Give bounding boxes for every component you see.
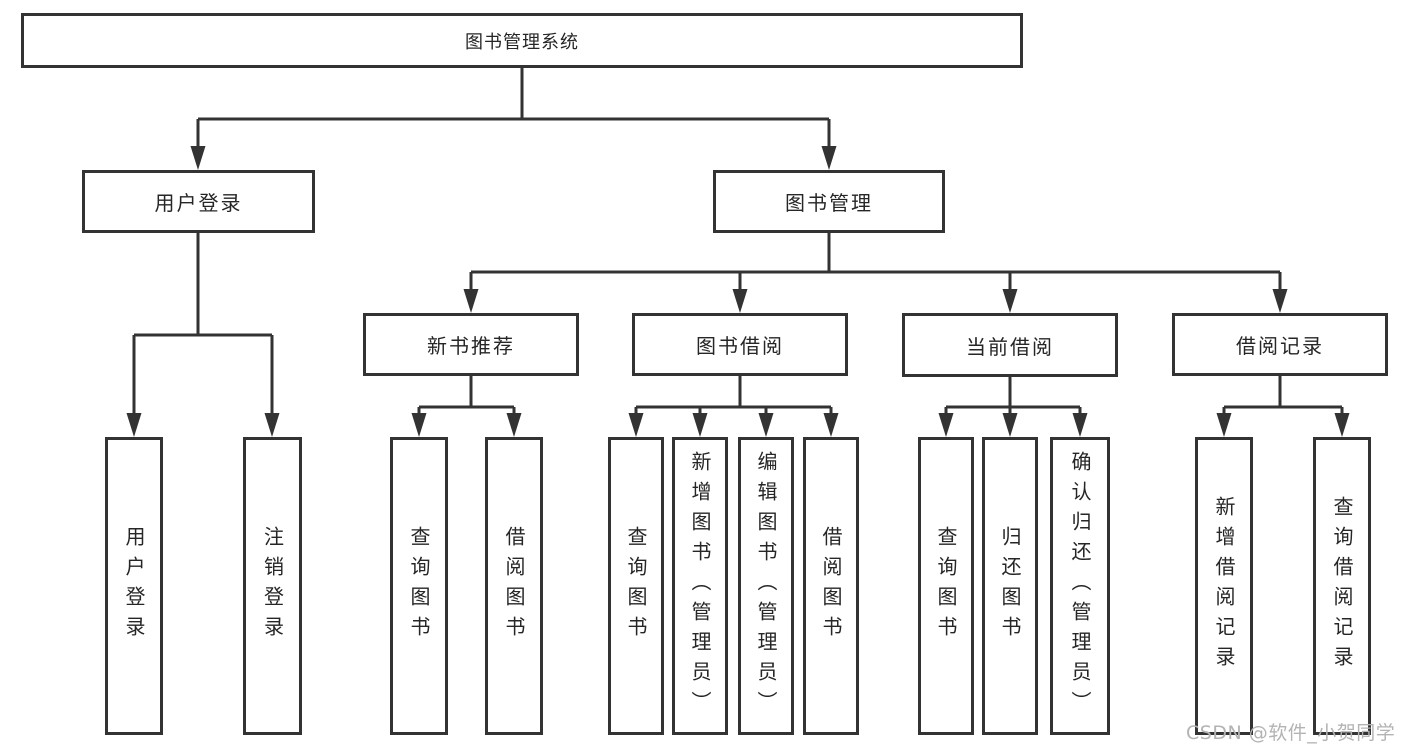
node-book-management-label: 图书管理: [785, 191, 873, 215]
connector-book-management-to-level3: [463, 233, 1288, 313]
leaf-add-borrow-record-label: 新增借阅记录: [1212, 496, 1236, 676]
node-borrow-records-label: 借阅记录: [1236, 334, 1324, 358]
leaf-query-books-current: 查询图书: [918, 437, 974, 735]
leaf-borrow-books-borrow-label: 借阅图书: [819, 526, 843, 646]
connector-borrow-records-to-leaves: [1216, 376, 1350, 437]
leaf-edit-book-admin-label: 编辑图书（管理员）: [754, 451, 778, 721]
leaf-query-books-recommend: 查询图书: [390, 437, 448, 735]
leaf-query-books-borrow: 查询图书: [608, 437, 664, 735]
leaf-borrow-books-recommend-label: 借阅图书: [502, 526, 526, 646]
leaf-confirm-return-admin: 确认归还（管理员）: [1050, 437, 1110, 735]
leaf-query-borrow-record: 查询借阅记录: [1313, 437, 1371, 735]
connector-book-borrow-to-leaves: [628, 376, 839, 437]
leaf-logout-label: 注销登录: [260, 526, 285, 646]
node-book-management: 图书管理: [713, 170, 945, 233]
connector-root-to-level2: [190, 68, 837, 170]
node-user-login-label: 用户登录: [154, 191, 243, 215]
leaf-user-login-label: 用户登录: [122, 526, 146, 646]
leaf-confirm-return-admin-label: 确认归还（管理员）: [1068, 451, 1092, 721]
leaf-edit-book-admin: 编辑图书（管理员）: [738, 437, 794, 735]
leaf-logout: 注销登录: [243, 437, 302, 735]
node-new-book-recommend: 新书推荐: [363, 313, 579, 376]
leaf-borrow-books-borrow: 借阅图书: [803, 437, 859, 735]
watermark: CSDN @软件_小贺同学: [1186, 722, 1396, 744]
connector-current-borrow-to-leaves: [938, 376, 1088, 437]
leaf-add-book-admin-label: 新增图书（管理员）: [688, 451, 712, 721]
node-user-login: 用户登录: [82, 170, 315, 233]
node-current-borrow: 当前借阅: [902, 313, 1118, 377]
leaf-add-book-admin: 新增图书（管理员）: [672, 437, 728, 735]
node-book-borrow-label: 图书借阅: [696, 334, 784, 358]
node-borrow-records: 借阅记录: [1172, 313, 1388, 376]
leaf-query-books-borrow-label: 查询图书: [624, 526, 648, 646]
leaf-user-login: 用户登录: [105, 437, 163, 735]
node-root: 图书管理系统: [21, 13, 1023, 68]
leaf-add-borrow-record: 新增借阅记录: [1195, 437, 1253, 735]
connector-new-book-recommend-to-leaves: [411, 376, 522, 437]
leaf-return-book: 归还图书: [982, 437, 1038, 735]
leaf-query-books-current-label: 查询图书: [934, 526, 958, 646]
leaf-borrow-books-recommend: 借阅图书: [485, 437, 543, 735]
node-root-label: 图书管理系统: [465, 31, 579, 53]
connector-user-login-to-leaves: [126, 233, 280, 437]
leaf-return-book-label: 归还图书: [998, 526, 1022, 646]
leaf-query-books-recommend-label: 查询图书: [407, 526, 431, 646]
node-new-book-recommend-label: 新书推荐: [427, 334, 515, 358]
node-current-borrow-label: 当前借阅: [966, 334, 1054, 359]
node-book-borrow: 图书借阅: [632, 313, 848, 376]
leaf-query-borrow-record-label: 查询借阅记录: [1330, 496, 1354, 676]
